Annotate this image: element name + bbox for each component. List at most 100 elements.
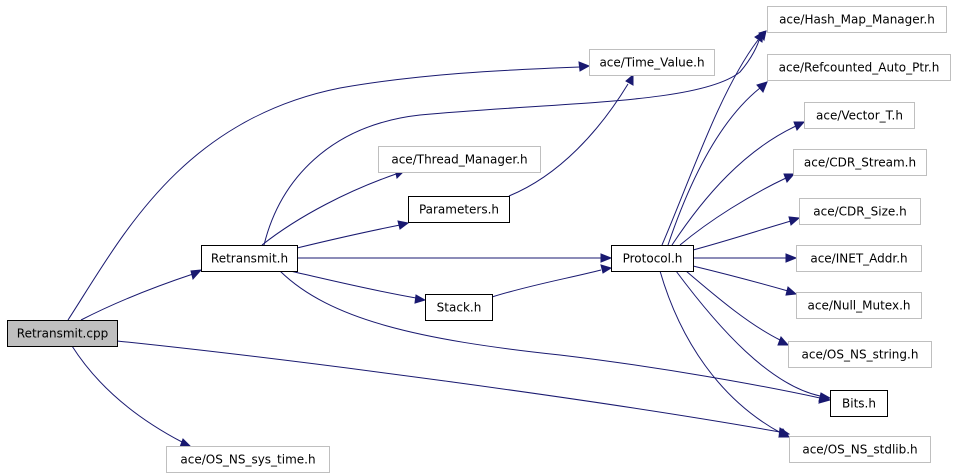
edges-layer	[67, 30, 832, 448]
node-refcounted: ace/Refcounted_Auto_Ptr.h	[767, 54, 951, 81]
node-label: Bits.h	[842, 397, 876, 411]
node-stack_h[interactable]: Stack.h	[425, 294, 493, 321]
edge-line	[692, 265, 789, 292]
node-time_value: ace/Time_Value.h	[589, 49, 715, 76]
edge-retransmit_cpp-to-os_sys_time	[71, 345, 192, 448]
node-box	[804, 102, 915, 129]
edge-line	[71, 345, 183, 443]
arrowhead	[625, 73, 634, 86]
arrowhead	[414, 294, 427, 304]
node-label: ace/OS_NS_stdlib.h	[802, 443, 917, 457]
node-box	[796, 292, 922, 319]
edge-protocol_h-to-os_stdlib	[659, 270, 790, 438]
node-label: Stack.h	[437, 301, 482, 315]
node-retransmit_cpp[interactable]: Retransmit.cpp	[7, 320, 118, 347]
edge-parameters_h-to-time_value	[508, 73, 634, 197]
edge-retransmit_cpp-to-os_stdlib	[116, 340, 791, 438]
edge-line	[667, 87, 761, 246]
edge-protocol_h-to-refcounted	[667, 81, 768, 246]
edge-line	[279, 270, 821, 399]
edge-line	[679, 177, 787, 246]
node-box	[425, 294, 493, 321]
node-parameters_h[interactable]: Parameters.h	[408, 196, 510, 223]
edge-stack_h-to-protocol_h	[491, 264, 613, 298]
arrowhead	[756, 81, 768, 93]
arrowhead	[785, 253, 798, 263]
edge-retransmit_h-to-protocol_h	[297, 253, 613, 263]
node-label: Protocol.h	[623, 252, 683, 266]
arrowhead	[600, 264, 613, 274]
arrowhead	[783, 173, 796, 183]
node-label: ace/Time_Value.h	[599, 56, 704, 70]
edge-protocol_h-to-inet_addr	[693, 253, 798, 263]
node-thread_mgr: ace/Thread_Manager.h	[378, 146, 541, 173]
node-null_mutex: ace/Null_Mutex.h	[796, 292, 922, 319]
node-box	[408, 196, 510, 223]
edge-line	[671, 125, 797, 246]
edge-retransmit_h-to-parameters_h	[296, 220, 410, 249]
node-os_string: ace/OS_NS_string.h	[788, 341, 932, 368]
node-box	[7, 320, 118, 347]
node-hash_map: ace/Hash_Map_Manager.h	[767, 6, 947, 33]
node-box	[788, 341, 932, 368]
node-inet_addr: ace/INET_Addr.h	[796, 245, 922, 272]
edge-protocol_h-to-bits_h	[675, 270, 832, 402]
node-box	[589, 49, 715, 76]
edge-retransmit_h-to-stack_h	[289, 270, 427, 304]
edge-protocol_h-to-cdr_stream	[679, 173, 796, 246]
node-label: Retransmit.h	[211, 252, 288, 266]
node-box	[166, 446, 330, 473]
node-label: ace/OS_NS_string.h	[802, 348, 919, 362]
node-box	[830, 390, 888, 417]
node-label: ace/CDR_Stream.h	[804, 156, 916, 170]
edge-protocol_h-to-vector_t	[671, 121, 806, 246]
edge-line	[692, 220, 792, 251]
arrowhead	[788, 216, 801, 226]
node-cdr_size: ace/CDR_Size.h	[799, 198, 921, 225]
edge-line	[289, 270, 417, 299]
node-label: ace/INET_Addr.h	[810, 252, 907, 266]
arrowhead	[600, 253, 613, 263]
edge-line	[263, 36, 761, 246]
node-box	[201, 245, 298, 272]
edge-line	[659, 270, 782, 434]
edge-protocol_h-to-null_mutex	[692, 265, 798, 296]
node-label: ace/CDR_Size.h	[813, 205, 906, 219]
edge-protocol_h-to-hash_map	[661, 31, 764, 246]
edge-line	[116, 340, 781, 433]
arrowhead	[793, 121, 806, 131]
edge-protocol_h-to-os_string	[685, 270, 790, 346]
edge-line	[80, 273, 194, 321]
node-box	[767, 6, 947, 33]
node-box	[789, 436, 931, 463]
arrowhead	[818, 392, 832, 402]
node-protocol_h[interactable]: Protocol.h	[611, 245, 694, 272]
node-label: ace/Null_Mutex.h	[808, 299, 911, 313]
edge-retransmit_h-to-thread_mgr	[261, 168, 407, 246]
node-box	[611, 245, 694, 272]
node-os_sys_time: ace/OS_NS_sys_time.h	[166, 446, 330, 473]
edge-line	[685, 270, 781, 341]
node-label: ace/Thread_Manager.h	[391, 153, 527, 167]
arrowhead	[777, 336, 790, 346]
edge-retransmit_cpp-to-time_value	[67, 61, 591, 321]
node-label: Parameters.h	[419, 203, 499, 217]
node-label: ace/Hash_Map_Manager.h	[779, 13, 935, 27]
nodes-layer: Retransmit.cpp Retransmit.h ace/Time_Value…	[7, 6, 951, 473]
arrowhead	[785, 286, 798, 296]
node-label: Retransmit.cpp	[17, 327, 108, 341]
edge-line	[491, 269, 602, 298]
node-box	[796, 245, 922, 272]
edge-line	[675, 270, 821, 397]
arrowhead	[397, 220, 410, 230]
node-box	[793, 149, 927, 176]
arrowhead	[190, 269, 203, 281]
edge-line	[296, 224, 401, 249]
edge-retransmit_h-to-bits_h	[279, 270, 832, 404]
node-bits_h[interactable]: Bits.h	[830, 390, 888, 417]
node-label: ace/Vector_T.h	[816, 109, 903, 123]
node-retransmit_h[interactable]: Retransmit.h	[201, 245, 298, 272]
node-box	[799, 198, 921, 225]
arrowhead	[578, 61, 591, 72]
